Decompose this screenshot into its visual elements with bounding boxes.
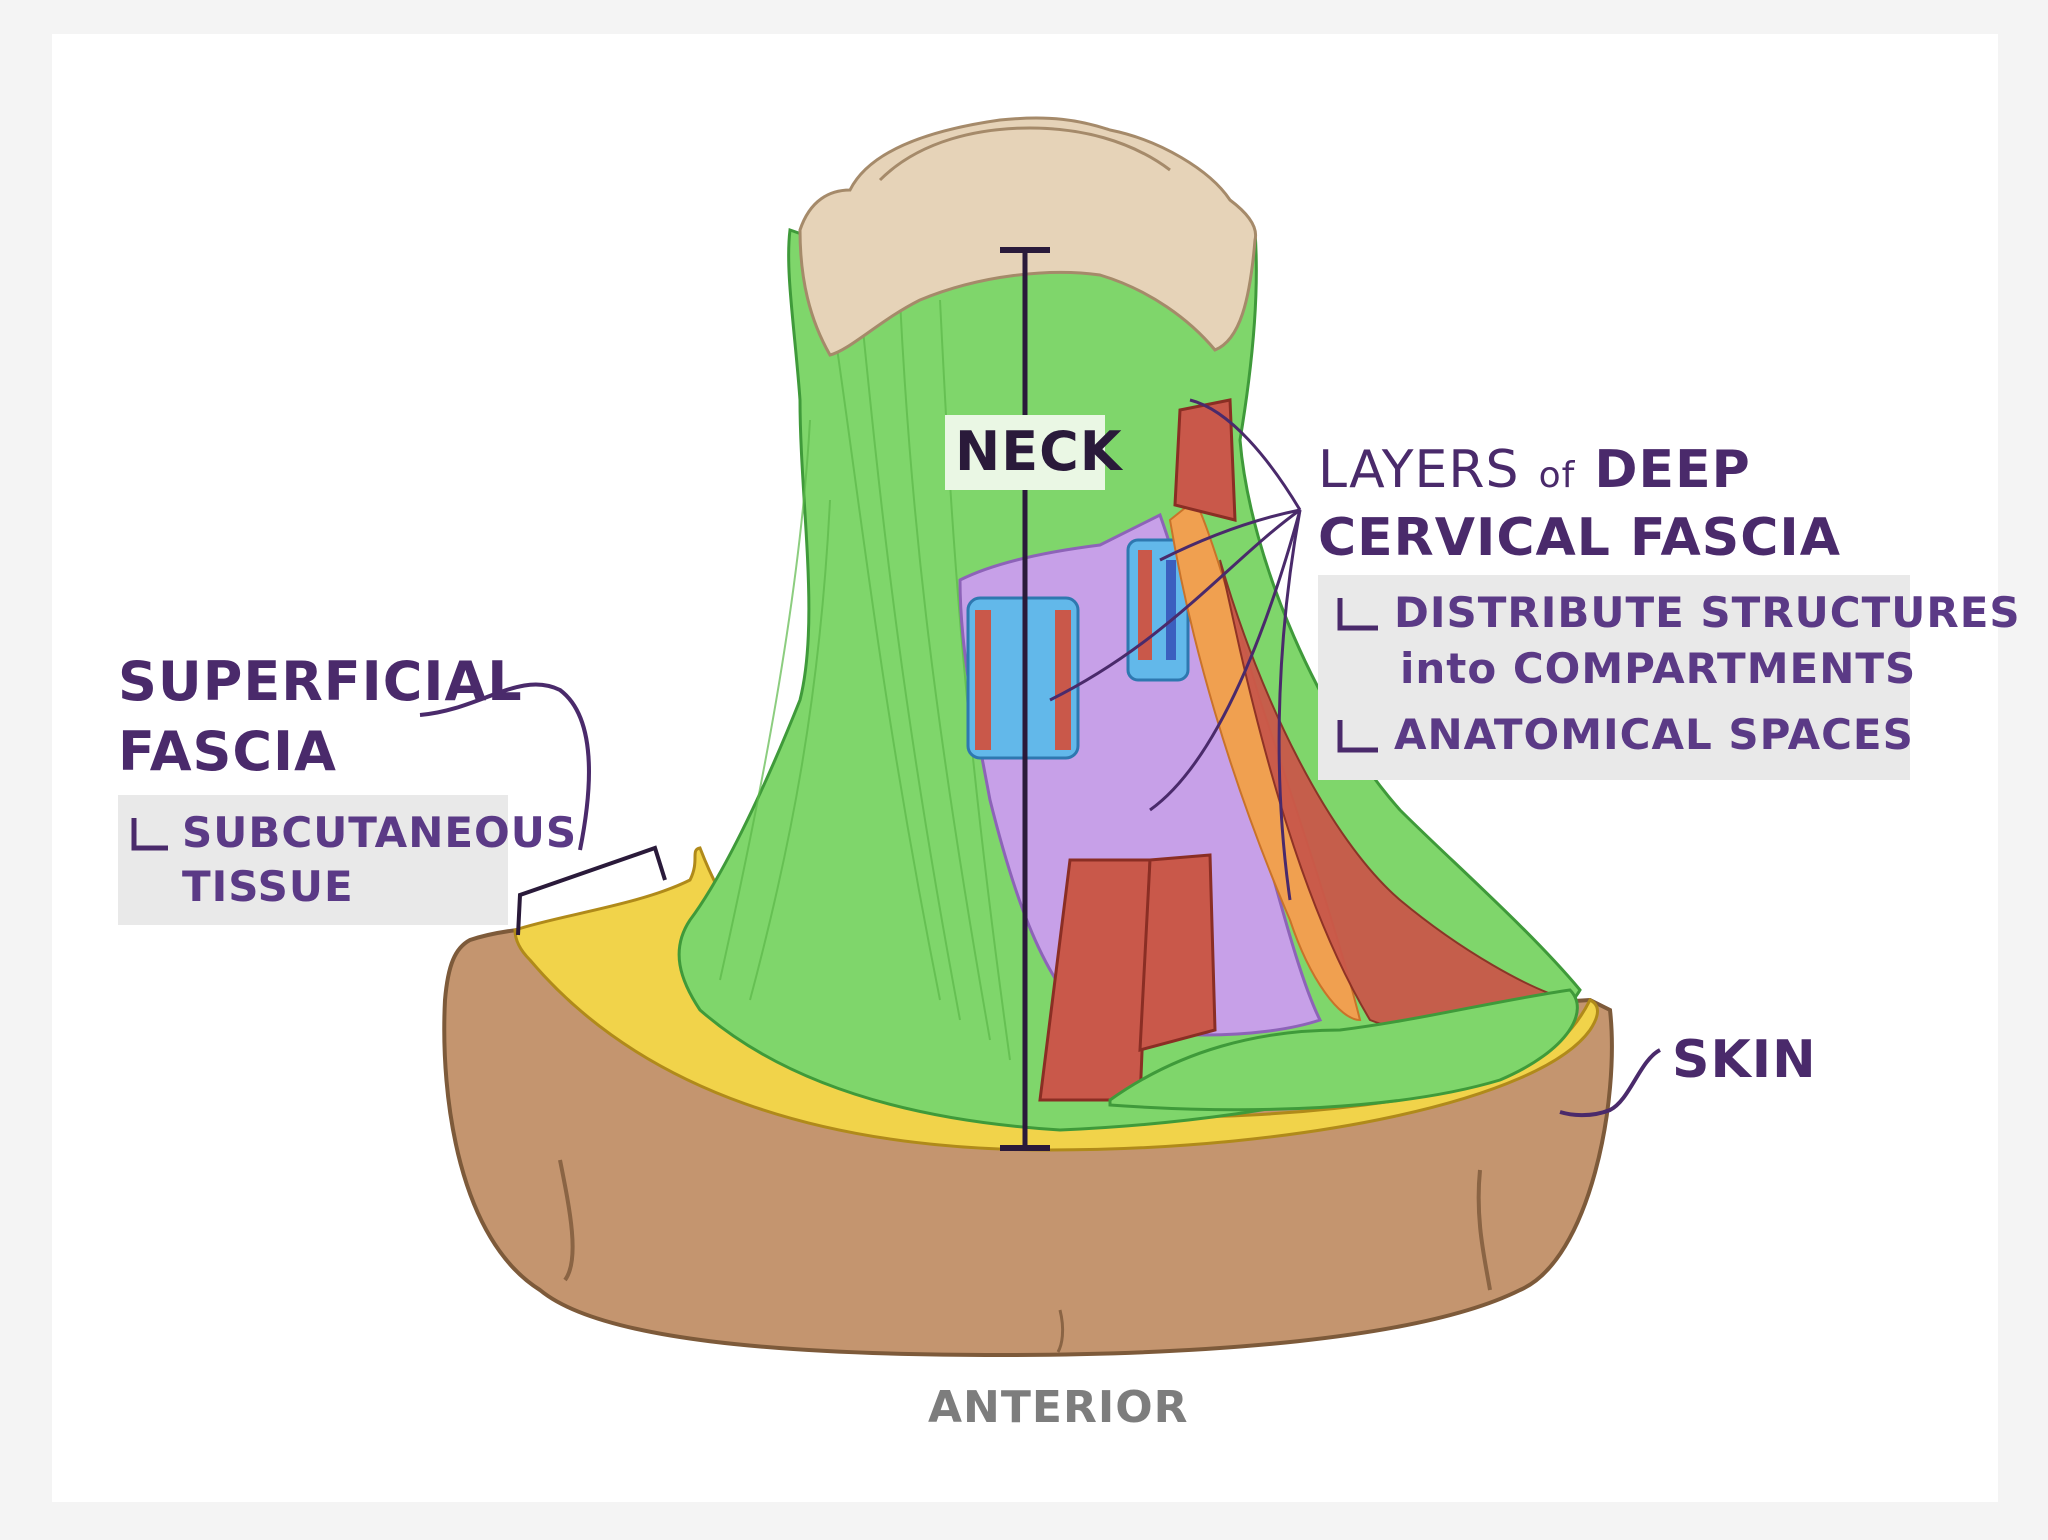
bullet-distribute (1337, 598, 1378, 631)
layers-word: LAYERS (1318, 440, 1520, 500)
neck-label: NECK (955, 420, 1123, 483)
subcutaneous-label-box (118, 795, 508, 925)
carotid-artery-left (975, 610, 991, 750)
bullet-anatomical (1337, 720, 1378, 753)
distribute-label-2: into COMPARTMENTS (1400, 644, 1917, 693)
of-word: of (1538, 455, 1576, 496)
carotid-artery-right (1138, 550, 1152, 660)
superficial-fascia-bracket (516, 845, 667, 936)
skin-fold (558, 1159, 575, 1282)
superficial-fascia-label-1: SUPERFICIAL (118, 650, 523, 713)
anatomical-spaces-label: ANATOMICAL SPACES (1394, 710, 1914, 759)
deep-fascia-title-line2: CERVICAL FASCIA (1318, 508, 1841, 568)
skin-label: SKIN (1672, 1030, 1817, 1090)
green-striations (719, 299, 1011, 1061)
skin-fold (1056, 1309, 1065, 1353)
anterior-label: ANTERIOR (928, 1382, 1189, 1433)
deep-fascia-leaders (1049, 398, 1302, 901)
infrahyoid-muscle-2 (1138, 853, 1217, 1052)
subcutaneous-label-1: SUBCUTANEOUS (182, 808, 578, 857)
skin-leader (1559, 1048, 1662, 1118)
vein-right (1166, 560, 1176, 660)
skin-fold (1476, 1169, 1492, 1291)
bullet-subcutaneous (131, 818, 168, 851)
deep-fascia-note-box (1318, 575, 1910, 780)
deep-word: DEEP (1594, 440, 1751, 500)
teeth-edge (878, 126, 1171, 182)
superficial-fascia-label-2: FASCIA (118, 720, 337, 783)
deep-fascia-title-line1: LAYERS of DEEP (1318, 440, 1751, 500)
superficial-fascia-leader (419, 682, 591, 851)
investing-fascia-lower (1108, 988, 1579, 1112)
mandible-bone (798, 116, 1258, 357)
subcutaneous-label-2: TISSUE (182, 862, 354, 911)
sternocleidomastoid-upper (1173, 398, 1237, 522)
neck-label-box (945, 415, 1105, 490)
distribute-label-1: DISTRIBUTE STRUCTURES (1394, 588, 2021, 637)
jugular-left (1055, 610, 1071, 750)
